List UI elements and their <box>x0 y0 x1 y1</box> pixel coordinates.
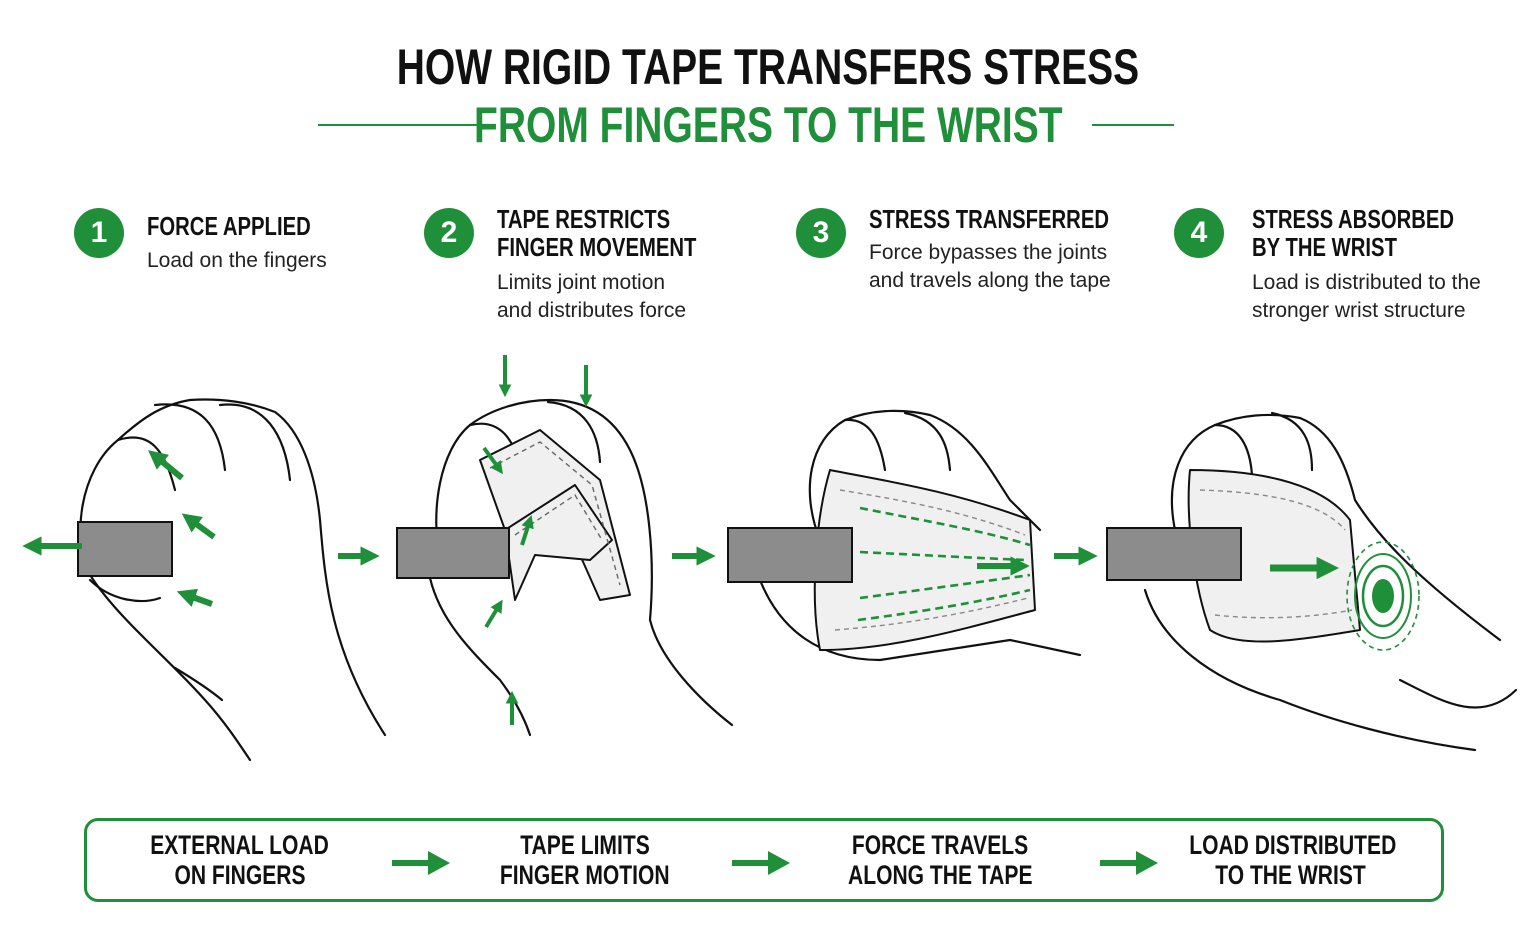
title-rule-right <box>1092 124 1174 126</box>
step-1-number: 1 <box>74 208 124 258</box>
step-3-number: 3 <box>796 208 846 258</box>
summary-flow-box <box>84 818 1444 902</box>
bar-4 <box>1106 527 1242 581</box>
flow-arrow-icon <box>392 851 450 875</box>
hand-1-icon <box>79 398 387 762</box>
step-4-description: Load is distributed to the stronger wris… <box>1252 271 1481 322</box>
step-4-title: STRESS ABSORBED BY THE WRIST <box>1252 204 1455 262</box>
title-rule-left <box>318 124 478 126</box>
wrist-target-icon <box>1346 541 1420 651</box>
bar-3 <box>727 527 853 583</box>
tape-strips-2 <box>479 429 631 601</box>
step-2-number: 2 <box>424 208 474 258</box>
page-subtitle: FROM FINGERS TO THE WRIST <box>473 97 1063 153</box>
step-3-title: STRESS TRANSFERRED <box>869 204 1110 234</box>
step-1-title: FORCE APPLIED <box>147 211 311 241</box>
hand-4-icon <box>1143 411 1518 752</box>
flow-arrow-icon <box>1100 851 1158 875</box>
bar-1 <box>77 521 173 577</box>
bar-2 <box>396 527 510 579</box>
step-2-title: TAPE RESTRICTS FINGER MOVEMENT <box>497 204 697 262</box>
flow-arrow-icon <box>732 851 790 875</box>
force-arrows-1 <box>22 450 216 607</box>
step-4-number: 4 <box>1174 208 1224 258</box>
step-3-description: Force bypasses the joints and travels al… <box>869 241 1111 292</box>
force-arrows-2 <box>482 355 593 725</box>
step-1-description: Load on the fingers <box>147 249 327 272</box>
page-title: HOW RIGID TAPE TRANSFERS STRESS <box>396 39 1140 95</box>
hand-2-icon <box>428 398 734 737</box>
hand-3-icon <box>758 409 1082 662</box>
step-2-description: Limits joint motion and distributes forc… <box>497 271 687 322</box>
